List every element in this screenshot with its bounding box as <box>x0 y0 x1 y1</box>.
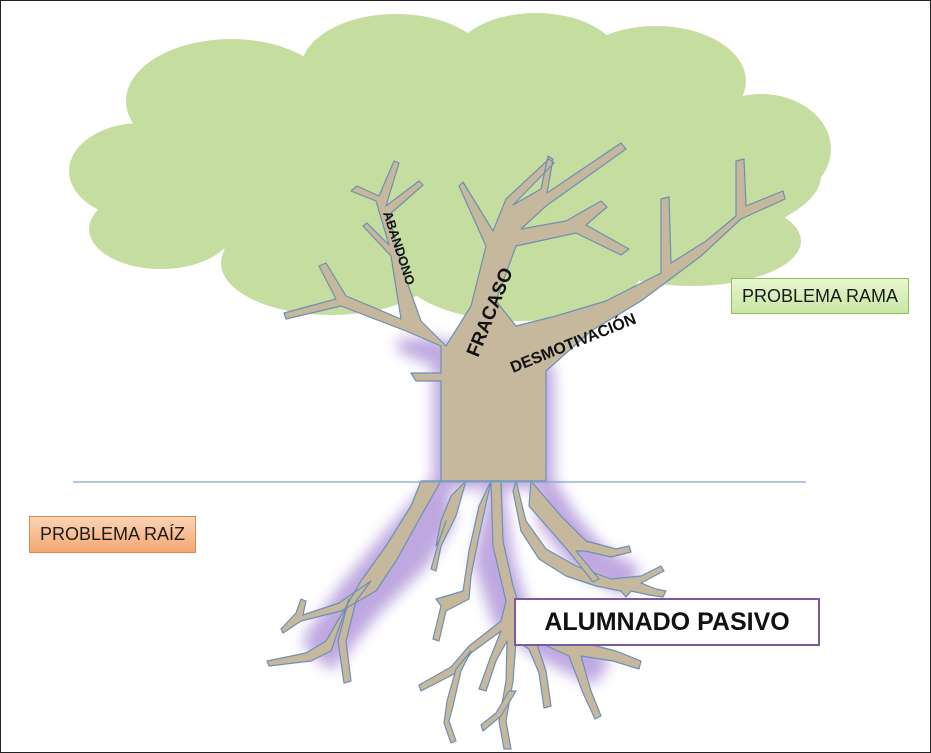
tree-trunk <box>266 142 786 750</box>
root-problem-tag: PROBLEMA RAÍZ <box>29 516 197 553</box>
branch-problem-tag: PROBLEMA RAMA <box>731 278 910 314</box>
tree-canopy <box>69 13 831 321</box>
root-problem-box: ALUMNADO PASIVO <box>514 598 820 646</box>
